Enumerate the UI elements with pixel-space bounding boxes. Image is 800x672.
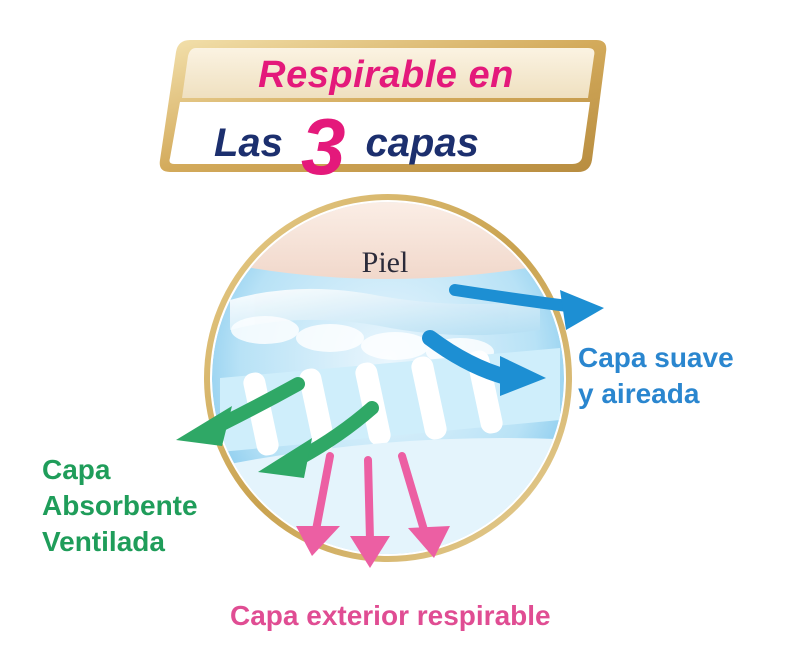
green-arrowhead-left xyxy=(176,406,232,446)
outer-layer-label: Capa exterior respirable xyxy=(230,598,650,634)
skin-label: Piel xyxy=(361,246,409,279)
pink-arrowhead-center xyxy=(350,536,390,568)
absorbent-layer-label: Capa Absorbente Ventilada xyxy=(42,452,198,560)
absorbent-layer-label-line: Capa xyxy=(42,454,111,485)
blue-arrowhead-top xyxy=(560,290,604,330)
green-arrowhead-right xyxy=(258,438,312,478)
pink-arrowhead-left xyxy=(296,526,340,556)
soft-layer-label-line: Capa suave xyxy=(578,342,734,373)
pink-arrowhead-right xyxy=(408,526,450,558)
title-number: 3 xyxy=(300,102,346,191)
title-line-2: Las 3 capas xyxy=(214,98,479,191)
title-banner xyxy=(159,40,607,172)
pink-arrows xyxy=(312,452,428,544)
title-suffix: capas xyxy=(365,120,479,165)
soft-layer-label-line: y aireada xyxy=(578,378,700,409)
soft-layer-label: Capa suave y aireada xyxy=(578,340,734,412)
blue-arrowhead-bottom xyxy=(500,356,546,396)
title-line-1: Respirable en xyxy=(196,54,576,97)
title-line-1-text: Respirable en xyxy=(258,54,514,96)
outer-layer-label-line: Capa exterior respirable xyxy=(230,600,551,631)
title-prefix: Las xyxy=(214,120,283,165)
absorbent-layer-label-line: Ventilada xyxy=(42,526,165,557)
absorbent-layer-label-line: Absorbente xyxy=(42,490,198,521)
